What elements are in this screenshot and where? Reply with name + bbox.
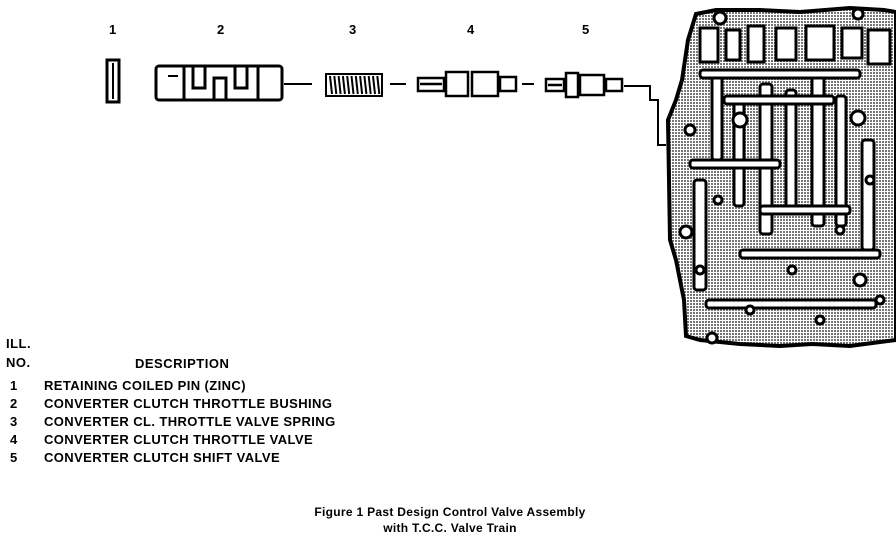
fluid-port: [786, 264, 798, 276]
valve-bore: [698, 26, 720, 64]
legend-description: CONVERTER CLUTCH SHIFT VALVE: [44, 450, 281, 465]
spring-coil: [333, 75, 338, 95]
throttle-valve: [416, 70, 518, 98]
fluid-port: [834, 224, 846, 236]
spring-coil: [372, 75, 376, 95]
fluid-channel: [710, 68, 724, 162]
throttle-valve-spring: [325, 73, 383, 97]
fluid-port: [814, 314, 826, 326]
control-valve-body: [665, 5, 896, 349]
legend-number: 3: [10, 414, 18, 429]
legend-number: 5: [10, 450, 18, 465]
legend-number: 1: [10, 378, 18, 393]
valve-bore: [724, 28, 742, 62]
spring-coil: [350, 75, 355, 95]
caption-line-1: Figure 1 Past Design Control Valve Assem…: [314, 505, 586, 519]
spring-coil: [359, 75, 364, 95]
fluid-port: [864, 174, 876, 186]
part-number-4: 4: [467, 22, 475, 37]
part-number-3: 3: [349, 22, 357, 37]
valve-bore: [746, 24, 766, 64]
spring-coil: [341, 75, 346, 95]
spring-coil: [354, 75, 359, 95]
fluid-port: [712, 194, 724, 206]
legend-number: 4: [10, 432, 18, 447]
valve-bore: [774, 26, 798, 62]
valve-bore: [840, 26, 864, 60]
part-number-1: 1: [109, 22, 117, 37]
legend-description: RETAINING COILED PIN (ZINC): [44, 378, 246, 393]
no-header: NO.: [6, 355, 31, 370]
fluid-channel: [704, 298, 878, 310]
converter-clutch-shift-valve: [544, 71, 624, 99]
fluid-port: [874, 294, 886, 306]
legend-row: 1 RETAINING COILED PIN (ZINC): [10, 377, 336, 395]
fluid-channel: [758, 204, 852, 216]
valve-bore: [804, 24, 836, 62]
spring-coil: [376, 75, 381, 95]
fluid-port: [694, 264, 706, 276]
fluid-channel: [688, 158, 782, 170]
legend-row: 4 CONVERTER CLUTCH THROTTLE VALVE: [10, 431, 336, 449]
spring-coil: [337, 75, 342, 95]
part-number-2: 2: [217, 22, 225, 37]
valve-bore-outline: [624, 85, 666, 146]
fluid-channel: [738, 248, 882, 260]
spring-coil: [346, 75, 351, 95]
ill-header: ILL.: [6, 336, 32, 351]
figure-caption: Figure 1 Past Design Control Valve Assem…: [250, 504, 650, 536]
spring-coil: [363, 75, 368, 95]
fluid-channel: [860, 138, 876, 252]
throttle-bushing: [154, 64, 284, 102]
legend-description: CONVERTER CL. THROTTLE VALVE SPRING: [44, 414, 336, 429]
legend-row: 5 CONVERTER CLUTCH SHIFT VALVE: [10, 449, 336, 467]
fluid-channel: [722, 94, 836, 106]
part-number-5: 5: [582, 22, 590, 37]
valve-bore: [866, 28, 892, 66]
legend-description: CONVERTER CLUTCH THROTTLE BUSHING: [44, 396, 333, 411]
legend-row: 3 CONVERTER CL. THROTTLE VALVE SPRING: [10, 413, 336, 431]
legend-row: 2 CONVERTER CLUTCH THROTTLE BUSHING: [10, 395, 336, 413]
caption-line-2: with T.C.C. Valve Train: [383, 521, 517, 535]
fluid-port: [744, 304, 756, 316]
retaining-coiled-pin: [105, 58, 121, 104]
fluid-channel: [784, 88, 798, 212]
legend-description: CONVERTER CLUTCH THROTTLE VALVE: [44, 432, 314, 447]
spring-coil: [367, 75, 372, 95]
fluid-channel: [692, 178, 708, 292]
legend-number: 2: [10, 396, 18, 411]
fluid-channel: [698, 68, 862, 80]
spring-coil: [329, 75, 333, 95]
valve-body-bolt-holes: [678, 7, 868, 345]
description-header: DESCRIPTION: [135, 356, 230, 371]
